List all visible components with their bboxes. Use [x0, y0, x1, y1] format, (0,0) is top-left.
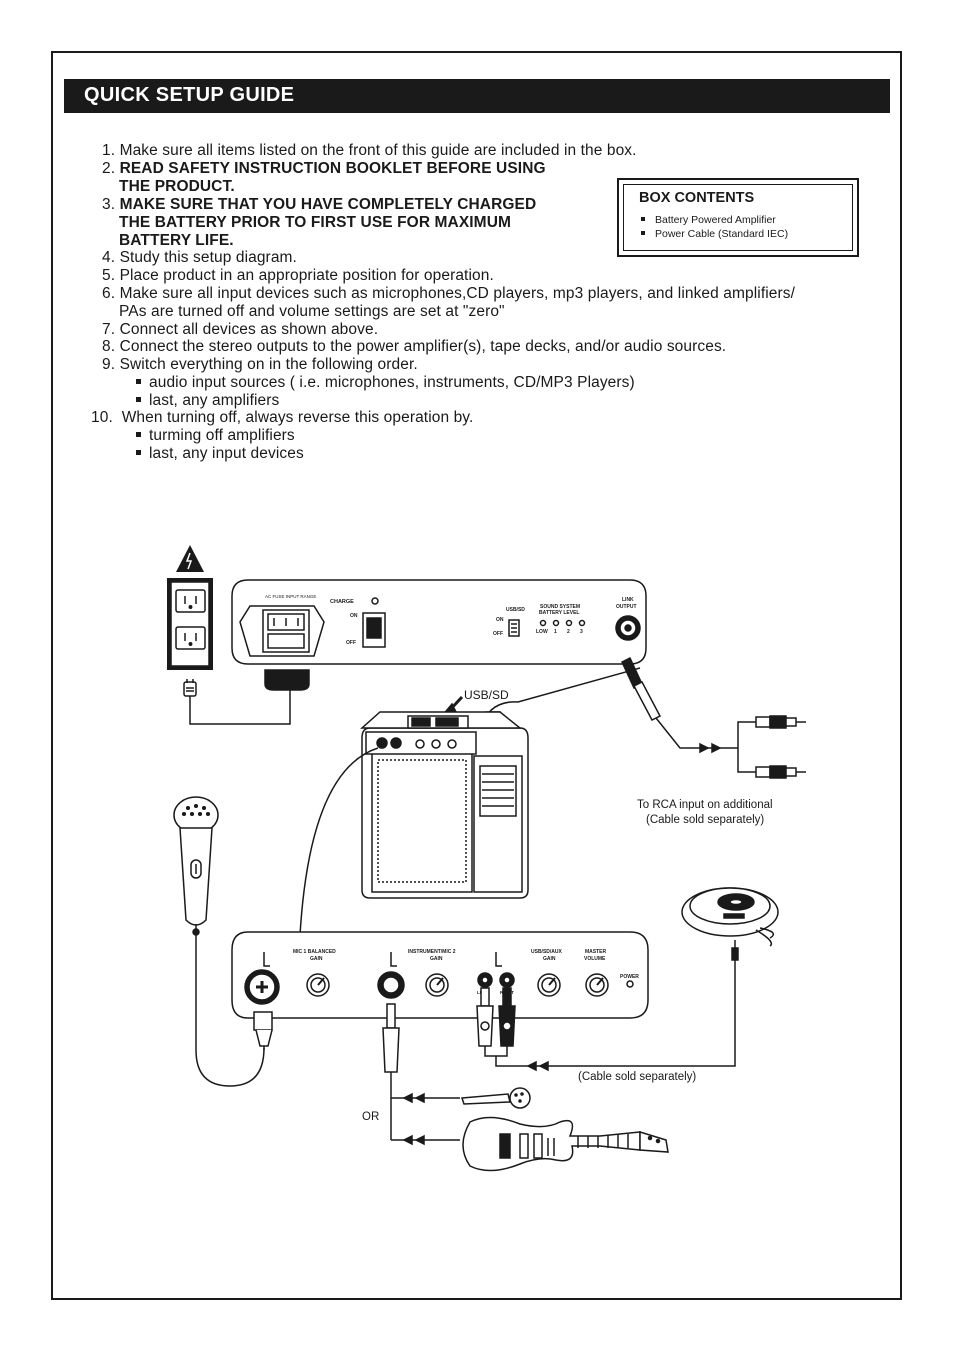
step-6-cont: PAs are turned off and volume settings a… — [119, 303, 505, 320]
microphone — [173, 796, 265, 1087]
usb-sd-label: USB/SD — [464, 688, 509, 702]
svg-text:3: 3 — [580, 629, 583, 635]
box-item: Power Cable (Standard IEC) — [641, 228, 788, 240]
svg-text:GAIN: GAIN — [543, 956, 556, 962]
link-cable — [621, 656, 806, 779]
step-3-cont2: BATTERY LIFE. — [119, 232, 234, 249]
svg-text:OFF: OFF — [493, 631, 503, 637]
svg-text:MASTER: MASTER — [585, 949, 607, 955]
step-3: 3. MAKE SURE THAT YOU HAVE COMPLETELY CH… — [102, 196, 537, 213]
svg-text:OFF: OFF — [346, 640, 356, 646]
step-3-cont: THE BATTERY PRIOR TO FIRST USE FOR MAXIM… — [119, 214, 511, 231]
svg-text:INSTRUMENT/MIC 2: INSTRUMENT/MIC 2 — [408, 949, 456, 955]
step-6: 6. Make sure all input devices such as m… — [102, 285, 796, 302]
power-led — [626, 980, 634, 988]
instrument-plug — [382, 1003, 460, 1146]
svg-text:LINK: LINK — [622, 597, 634, 603]
rca-note-line-1: To RCA input on additional — [637, 799, 773, 811]
power-plug — [183, 669, 310, 725]
step-5: 5. Place product in an appropriate posit… — [102, 267, 494, 284]
step-2: 2. READ SAFETY INSTRUCTION BOOKLET BEFOR… — [102, 160, 546, 177]
step-10-bullet-2: last, any input devices — [136, 445, 304, 463]
svg-text:GAIN: GAIN — [430, 956, 443, 962]
xlr-plug — [253, 1011, 273, 1050]
guitar — [462, 1116, 669, 1172]
charge-led — [371, 597, 379, 605]
step-2-cont: THE PRODUCT. — [119, 178, 235, 195]
rca-plugs — [476, 987, 520, 1067]
small-microphone — [460, 1087, 531, 1109]
page-frame — [51, 51, 902, 1300]
svg-text:POWER: POWER — [620, 974, 639, 980]
box-item: Battery Powered Amplifier — [641, 214, 776, 226]
front-panel: MIC 1 BALANCED GAIN INSTRUMENT/MIC 2 GAI… — [231, 931, 649, 1019]
svg-text:GAIN: GAIN — [310, 956, 323, 962]
step-9-bullet-1: audio input sources ( i.e. microphones, … — [136, 374, 635, 392]
svg-text:MIC 1 BALANCED: MIC 1 BALANCED — [293, 949, 336, 955]
cd-player — [681, 887, 779, 970]
svg-text:1: 1 — [554, 629, 557, 635]
box-contents-panel: BOX CONTENTS Battery Powered Amplifier P… — [617, 178, 859, 257]
rca-note-line-2: (Cable sold separately) — [646, 814, 765, 826]
svg-text:ON: ON — [350, 613, 358, 619]
mic-cable — [299, 747, 379, 936]
step-7: 7. Connect all devices as shown above. — [102, 321, 379, 338]
svg-text:2: 2 — [567, 629, 570, 635]
warning-icon — [176, 545, 204, 572]
page-title: QUICK SETUP GUIDE — [84, 84, 295, 106]
svg-text:OUTPUT: OUTPUT — [616, 604, 637, 610]
svg-text:CHARGE: CHARGE — [330, 599, 354, 605]
svg-text:SOUND SYSTEM: SOUND SYSTEM — [540, 604, 580, 610]
svg-text:VOLUME: VOLUME — [584, 956, 606, 962]
svg-text:BATTERY LEVEL: BATTERY LEVEL — [539, 610, 579, 616]
svg-text:USB/SD: USB/SD — [506, 607, 525, 613]
step-10-bullet-1: turming off amplifiers — [136, 427, 295, 445]
aux-cable — [520, 970, 736, 1067]
box-contents-title: BOX CONTENTS — [639, 190, 755, 206]
step-8: 8. Connect the stereo outputs to the pow… — [102, 338, 727, 355]
svg-text:ON: ON — [496, 617, 504, 623]
svg-text:LOW: LOW — [536, 629, 548, 635]
step-9-bullet-2: last, any amplifiers — [136, 392, 279, 410]
step-4: 4. Study this setup diagram. — [102, 249, 297, 266]
step-9: 9. Switch everything on in the following… — [102, 356, 418, 373]
wall-outlet — [167, 545, 213, 670]
step-10: 10. When turning off, always reverse thi… — [91, 409, 474, 426]
or-label: OR — [362, 1111, 380, 1123]
title-bar: QUICK SETUP GUIDE — [64, 79, 890, 113]
cable-note: (Cable sold separately) — [578, 1071, 697, 1083]
rear-panel: AC FUSE INPUT RANGE CHARGE ON OFF USB/SD… — [231, 579, 647, 665]
box-contents-inner — [623, 184, 853, 251]
amplifier — [360, 711, 529, 899]
step-1: 1. Make sure all items listed on the fro… — [102, 142, 637, 159]
svg-text:AC FUSE INPUT RANGE: AC FUSE INPUT RANGE — [265, 594, 316, 599]
svg-text:USB/SD/AUX: USB/SD/AUX — [531, 949, 563, 955]
